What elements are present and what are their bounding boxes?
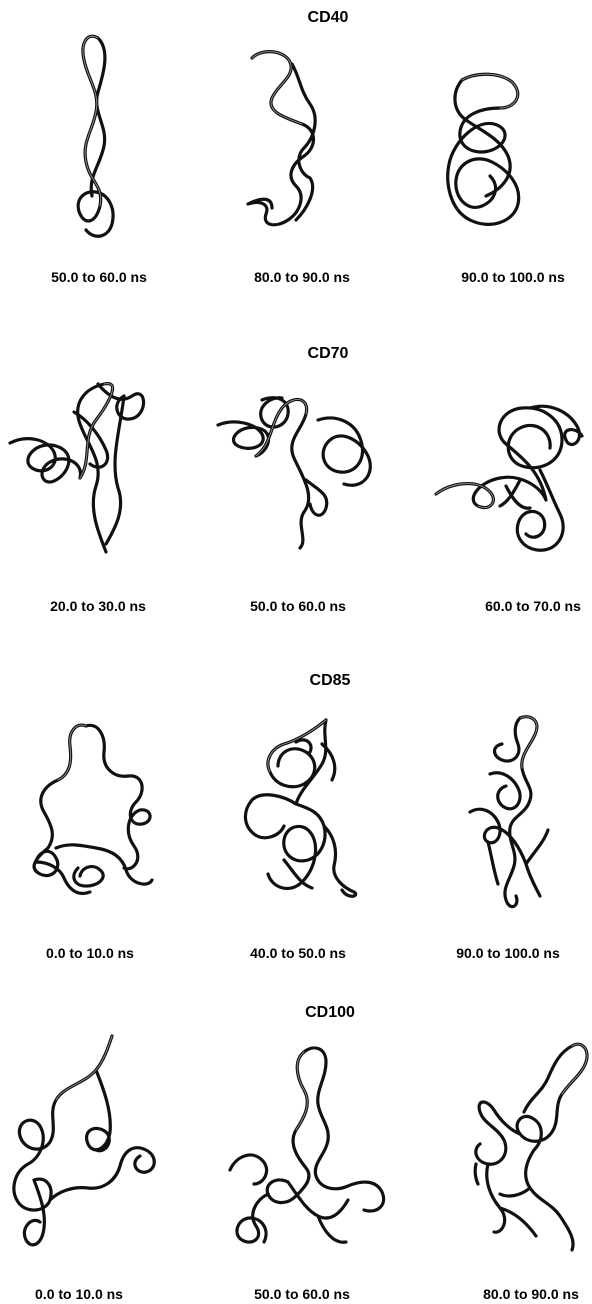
chain-cd85-0-10ns: [34, 725, 152, 893]
chain-cd85-40-50ns: [245, 720, 355, 896]
chain-cd70-60-70ns: [436, 406, 582, 550]
chain-cd100-0-10ns: [14, 1036, 154, 1245]
chain-cd100-50-60ns: [230, 1048, 384, 1242]
chain-cd70-20-30ns: [10, 384, 144, 552]
chain-cd40-90-100ns: [448, 74, 519, 224]
chain-cd100-80-90ns: [475, 1044, 587, 1250]
chain-cd85-90-100ns: [470, 717, 548, 907]
chain-cd70-50-60ns: [218, 398, 370, 548]
chain-cd40-80-90ns: [248, 52, 315, 225]
chain-cd40-50-60ns: [78, 36, 113, 236]
